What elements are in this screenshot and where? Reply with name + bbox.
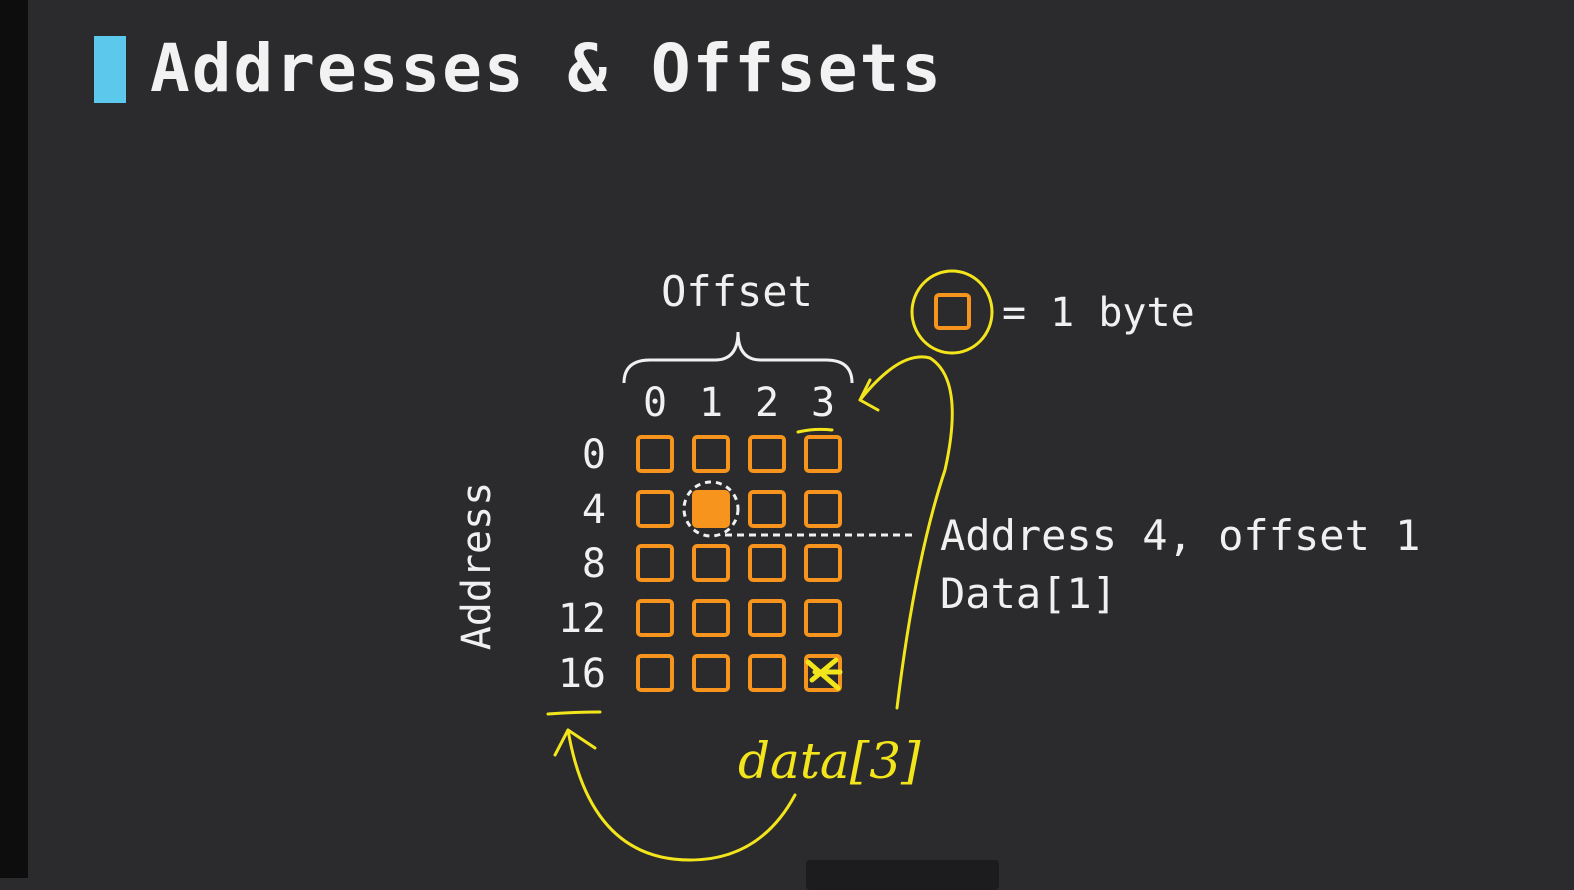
byte-cell <box>804 544 842 582</box>
byte-cell <box>636 435 674 473</box>
byte-cell <box>692 435 730 473</box>
byte-cell <box>748 544 786 582</box>
byte-cell <box>636 490 674 528</box>
byte-cell <box>748 654 786 692</box>
arrowhead-offset3 <box>858 378 880 412</box>
arrowhead-address16 <box>553 728 597 757</box>
slide-title: Addresses & Offsets <box>150 30 943 107</box>
address16-underline <box>546 710 602 716</box>
row-address-label: 8 <box>582 541 606 587</box>
byte-cell <box>748 435 786 473</box>
title-accent-bar <box>94 36 126 103</box>
byte-cell <box>692 544 730 582</box>
byte-cell <box>804 599 842 637</box>
subtitle-caption-box <box>806 860 999 890</box>
byte-cell <box>692 654 730 692</box>
byte-cell <box>748 490 786 528</box>
legend-byte-cell <box>934 293 971 330</box>
handwritten-data3: data[3] <box>738 732 921 790</box>
row-address-label: 12 <box>558 596 606 642</box>
offset-label: Offset <box>661 267 813 316</box>
row-address-label: 16 <box>558 651 606 697</box>
callout-data-text: Data[1] <box>940 569 1117 618</box>
arrow-to-address16 <box>566 728 797 862</box>
column-offset-label: 3 <box>811 380 835 426</box>
column-offset-label: 0 <box>643 380 667 426</box>
scribbled-cell-mark <box>805 657 843 691</box>
byte-cell <box>636 544 674 582</box>
column-offset-label: 2 <box>755 380 779 426</box>
callout-address-text: Address 4, offset 1 <box>940 511 1420 560</box>
row-address-label: 4 <box>582 487 606 533</box>
byte-cell <box>692 599 730 637</box>
byte-cell <box>636 599 674 637</box>
byte-cell <box>804 490 842 528</box>
legend-text: = 1 byte <box>1002 290 1195 336</box>
offset3-underline <box>796 427 834 434</box>
byte-cell <box>748 599 786 637</box>
byte-cell <box>636 654 674 692</box>
column-offset-label: 1 <box>699 380 723 426</box>
left-edge-strip <box>0 0 28 878</box>
row-address-label: 0 <box>582 432 606 478</box>
byte-cell <box>804 435 842 473</box>
legend-circle-annotation <box>910 269 994 355</box>
offset-brace <box>622 331 854 384</box>
address-label: Address <box>454 482 500 651</box>
highlighted-byte-cell <box>692 490 730 528</box>
arrow-to-offset3 <box>858 355 954 710</box>
handwritten-annotations <box>546 269 994 862</box>
highlight-dashed-circle <box>682 480 740 538</box>
